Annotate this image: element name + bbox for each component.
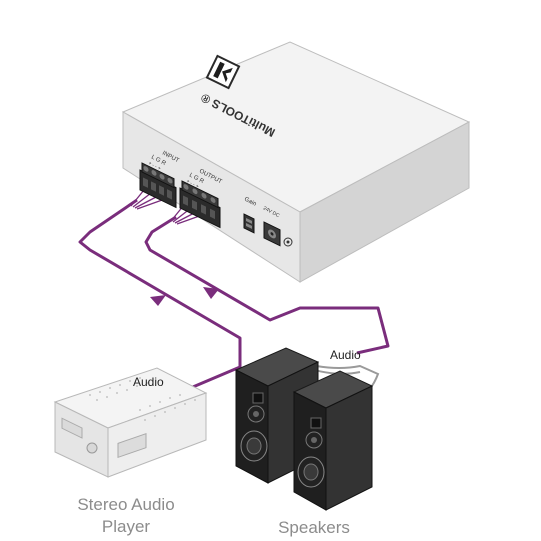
output-to-speakers-cable — [144, 215, 390, 355]
device-side — [299, 121, 470, 283]
input-sign-labels: + - - + — [147, 160, 162, 172]
signal-arrow — [150, 287, 219, 306]
speakers-caption: Speakers — [278, 518, 350, 537]
player-cable-label: Audio — [133, 375, 164, 389]
output-terminal-block — [179, 180, 221, 229]
speaker-cable-label: Audio — [330, 348, 361, 362]
player-caption-line1: Stereo Audio — [77, 495, 175, 514]
speaker-right — [292, 370, 374, 511]
player-tape-deck — [117, 433, 147, 459]
input-terminal-block — [139, 162, 177, 209]
power-connector — [263, 221, 281, 247]
brand-logo — [205, 54, 241, 90]
output-sign-labels: + - - + — [185, 178, 200, 190]
gain-switch — [243, 213, 255, 234]
stereo-audio-player — [53, 367, 208, 478]
player-caption-line2: Player — [101, 517, 151, 536]
player-display — [61, 417, 83, 439]
player-knob — [86, 442, 98, 454]
player-caption: Stereo Audio Player — [56, 494, 196, 538]
player-grille — [89, 377, 196, 421]
gain-label: Gain — [243, 196, 257, 207]
player-to-input-cable — [78, 198, 242, 408]
power-polarity-icon — [283, 237, 293, 247]
